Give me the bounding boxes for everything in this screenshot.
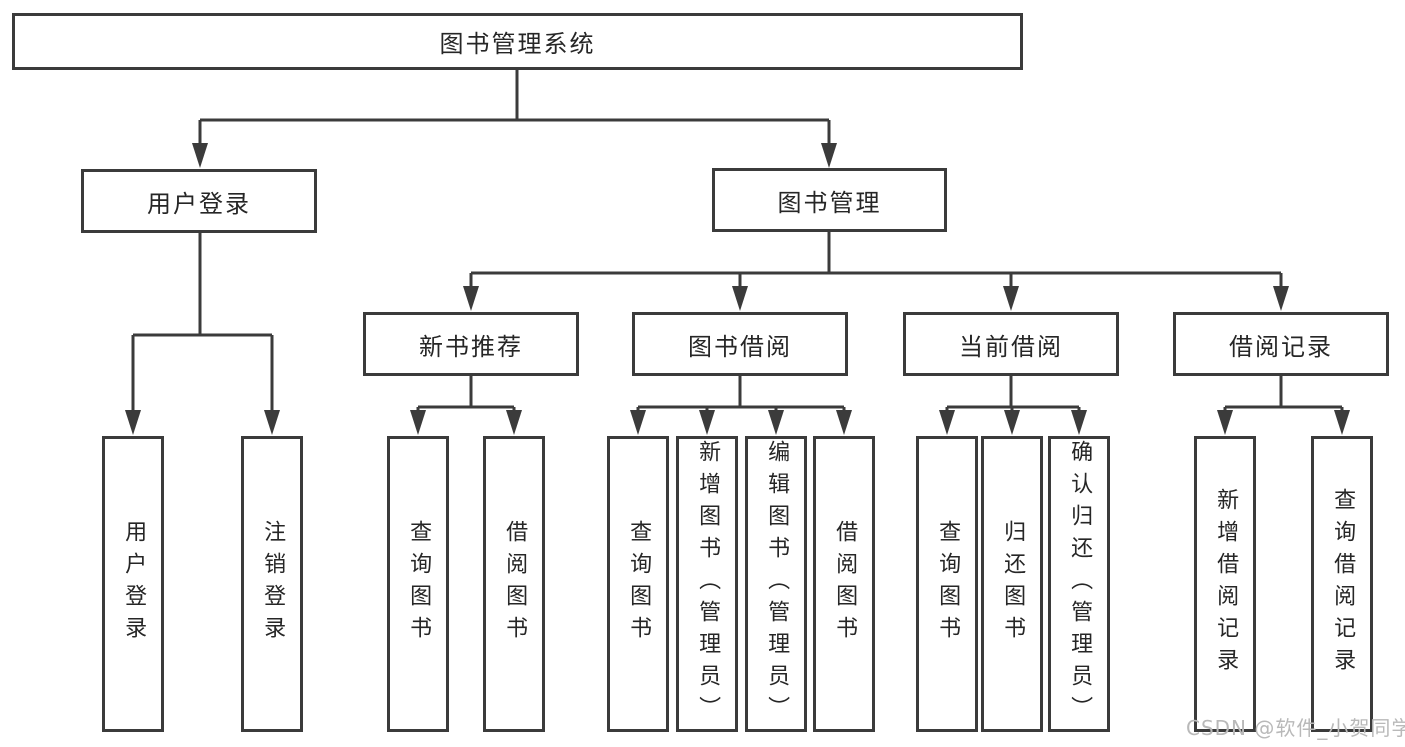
leaf-user-login-label: 用户登录 [121, 520, 147, 648]
leaf-cb-confirm-return-admin: 确认归还（管理员） [1048, 436, 1110, 732]
leaf-bb-edit-books-admin: 编辑图书（管理员） [745, 436, 807, 732]
leaf-br-query-record: 查询借阅记录 [1311, 436, 1373, 732]
leaf-br-add-record: 新增借阅记录 [1194, 436, 1256, 732]
node-user-login-label: 用户登录 [147, 189, 251, 218]
leaf-cb-return-books-label: 归还图书 [1000, 520, 1026, 648]
leaf-nb-borrow-books-label: 借阅图书 [502, 520, 528, 648]
leaf-logout-label: 注销登录 [260, 520, 286, 648]
node-borrowing-records-label: 借阅记录 [1229, 332, 1333, 361]
arrow-down-icon [506, 410, 522, 435]
leaf-cb-query-books-label: 查询图书 [935, 520, 961, 648]
node-current-borrowing-label: 当前借阅 [959, 332, 1063, 361]
arrow-down-icon [410, 410, 426, 435]
leaf-bb-add-books-admin-label: 新增图书（管理员） [695, 440, 721, 728]
arrow-down-icon [1003, 286, 1019, 311]
node-user-login: 用户登录 [81, 169, 317, 233]
arrow-down-icon [699, 410, 715, 435]
leaf-nb-query-books: 查询图书 [387, 436, 449, 732]
arrow-down-icon [1273, 286, 1289, 311]
leaf-bb-borrow-books: 借阅图书 [813, 436, 875, 732]
arrow-down-icon [732, 286, 748, 311]
arrow-down-icon [821, 143, 837, 168]
arrow-down-icon [1004, 410, 1020, 435]
arrow-down-icon [125, 410, 141, 435]
node-library-system-label: 图书管理系统 [439, 30, 596, 58]
leaf-br-add-record-label: 新增借阅记录 [1213, 488, 1239, 680]
leaf-user-login: 用户登录 [102, 436, 164, 732]
leaf-nb-query-books-label: 查询图书 [406, 520, 432, 648]
arrow-down-icon [192, 143, 208, 168]
leaf-bb-add-books-admin: 新增图书（管理员） [676, 436, 738, 732]
arrow-down-icon [1071, 410, 1087, 435]
leaf-cb-query-books: 查询图书 [916, 436, 978, 732]
arrow-down-icon [264, 410, 280, 435]
leaf-br-query-record-label: 查询借阅记录 [1330, 488, 1356, 680]
csdn-watermark: CSDN @软件_小贺同学 [1186, 716, 1405, 740]
node-borrowing-records: 借阅记录 [1173, 312, 1389, 376]
arrow-down-icon [768, 410, 784, 435]
arrow-down-icon [939, 410, 955, 435]
node-book-borrowing-label: 图书借阅 [688, 332, 792, 361]
arrow-down-icon [1334, 410, 1350, 435]
arrow-down-icon [630, 410, 646, 435]
arrow-down-icon [463, 286, 479, 311]
leaf-cb-return-books: 归还图书 [981, 436, 1043, 732]
node-new-book-recommend: 新书推荐 [363, 312, 579, 376]
leaf-cb-confirm-return-admin-label: 确认归还（管理员） [1067, 440, 1093, 728]
leaf-bb-query-books: 查询图书 [607, 436, 669, 732]
node-book-borrowing: 图书借阅 [632, 312, 848, 376]
node-new-book-recommend-label: 新书推荐 [419, 332, 523, 361]
node-current-borrowing: 当前借阅 [903, 312, 1119, 376]
node-library-system: 图书管理系统 [12, 13, 1023, 70]
arrow-down-icon [836, 410, 852, 435]
leaf-bb-borrow-books-label: 借阅图书 [832, 520, 858, 648]
arrow-down-icon [1217, 410, 1233, 435]
leaf-logout: 注销登录 [241, 436, 303, 732]
node-book-management: 图书管理 [712, 168, 947, 232]
leaf-nb-borrow-books: 借阅图书 [483, 436, 545, 732]
leaf-bb-edit-books-admin-label: 编辑图书（管理员） [764, 440, 790, 728]
leaf-bb-query-books-label: 查询图书 [626, 520, 652, 648]
node-book-management-label: 图书管理 [777, 188, 882, 217]
